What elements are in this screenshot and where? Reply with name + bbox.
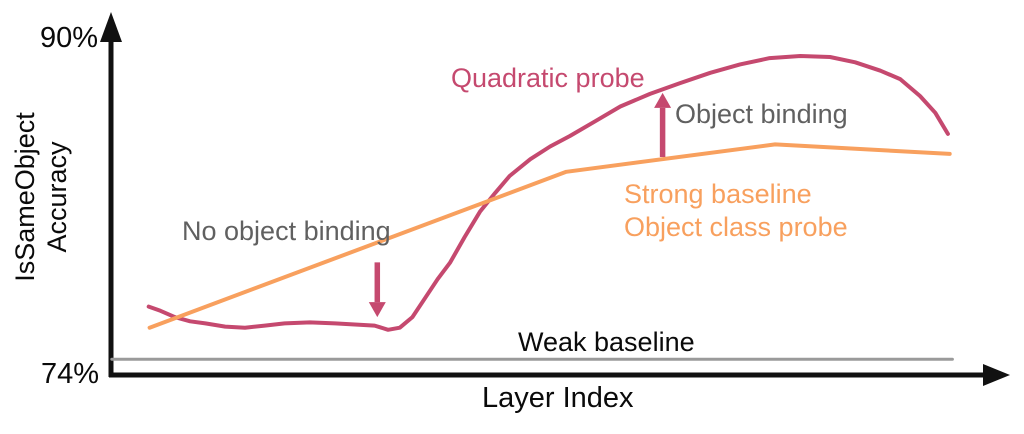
no-object-binding-gap-arrow-down-head-icon [368, 302, 386, 318]
annotation-arrows-layer [368, 92, 672, 318]
series-strong-baseline-object-class-probe [147, 142, 952, 330]
y-axis-tick-74: 74% [41, 358, 100, 390]
weak-baseline-label: Weak baseline [518, 327, 695, 357]
no-object-binding-label: No object binding [182, 216, 391, 246]
strong-baseline-label-line1: Strong baseline [624, 179, 812, 209]
y-axis-title-line2: Accuracy [42, 141, 72, 253]
x-axis-title: Layer Index [482, 382, 634, 414]
x-axis-arrowhead-icon [983, 364, 1010, 386]
object-binding-label: Object binding [675, 99, 848, 129]
quadratic-probe-label: Quadratic probe [451, 63, 645, 93]
y-axis-title-line1: IsSameObject [10, 112, 40, 282]
series-layer [110, 54, 954, 361]
series-quadratic-probe [146, 54, 950, 332]
strong-baseline-label-line2: Object class probe [624, 212, 848, 242]
strong-baseline-label: Strong baseline Object class probe [624, 178, 848, 244]
y-axis-tick-90: 90% [40, 22, 99, 54]
y-axis-title: IsSameObject Accuracy [9, 107, 75, 287]
object-binding-gap-arrow-up-head-icon [654, 92, 672, 108]
y-axis-arrowhead-icon [100, 12, 122, 42]
